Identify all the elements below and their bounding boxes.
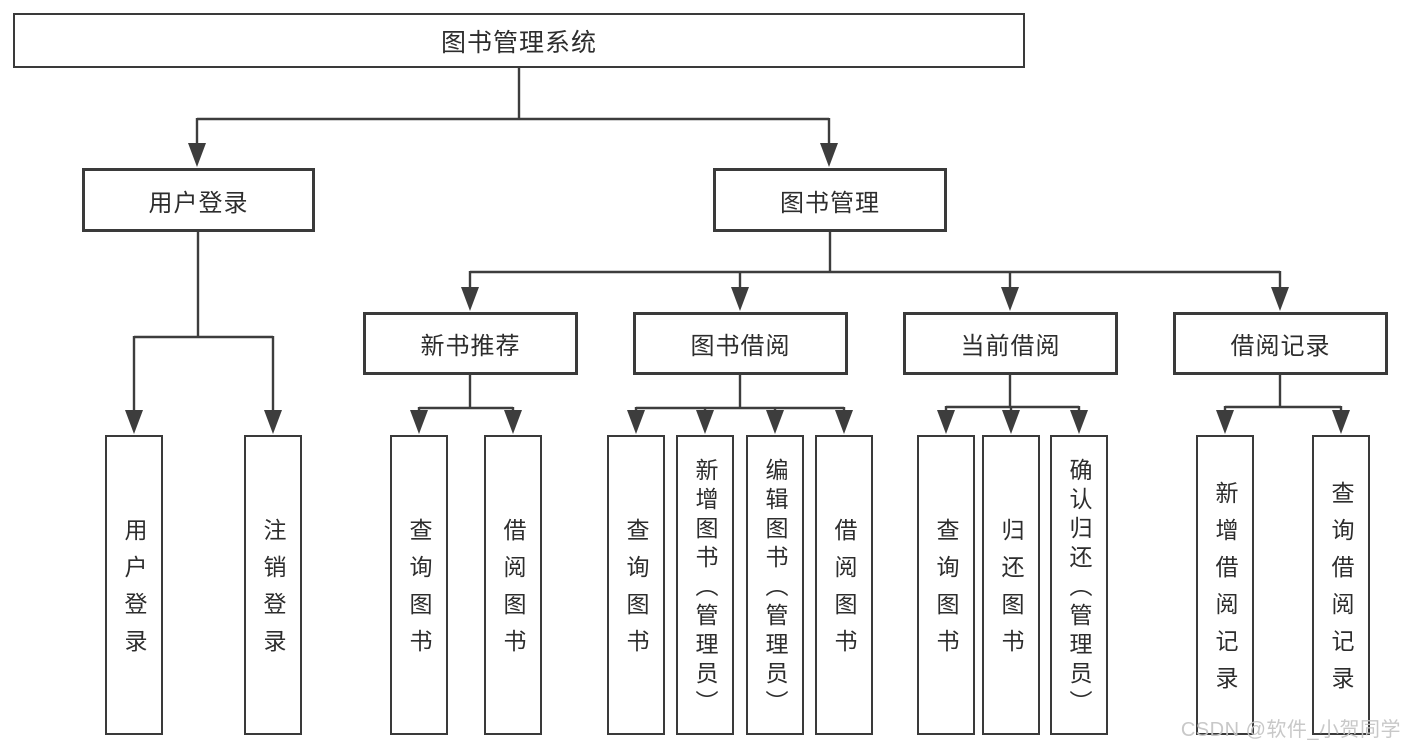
node-label: 借阅记录	[1230, 333, 1331, 360]
leaf-borrow-books: 借阅图书	[815, 435, 873, 735]
leaf-borrow-books-recommend: 借阅图书	[484, 435, 542, 735]
node-label: 新增图书（管理员）	[692, 457, 718, 719]
node-label: 借阅图书	[500, 518, 526, 666]
node-label: 用户登录	[148, 189, 249, 217]
node-current-borrowing: 当前借阅	[903, 312, 1118, 375]
node-book-borrowing: 图书借阅	[633, 312, 848, 375]
node-label: 图书管理系统	[440, 28, 597, 57]
node-label: 注销登录	[260, 518, 286, 666]
node-label: 查询图书	[623, 518, 649, 666]
node-label: 查询图书	[933, 518, 959, 666]
node-user-login: 用户登录	[82, 168, 315, 232]
node-label: 查询借阅记录	[1328, 481, 1354, 703]
node-label: 确认归还（管理员）	[1066, 457, 1092, 719]
leaf-logout: 注销登录	[244, 435, 302, 735]
node-label: 图书管理	[780, 189, 880, 217]
node-label: 用户登录	[121, 518, 147, 666]
node-borrowing-records: 借阅记录	[1173, 312, 1388, 375]
leaf-confirm-return-admin: 确认归还（管理员）	[1050, 435, 1108, 735]
leaf-query-borrow-record: 查询借阅记录	[1312, 435, 1370, 735]
leaf-query-books-borrowing: 查询图书	[607, 435, 665, 735]
leaf-add-borrow-record: 新增借阅记录	[1196, 435, 1254, 735]
node-book-management: 图书管理	[713, 168, 947, 232]
node-label: 编辑图书（管理员）	[762, 457, 788, 719]
csdn-watermark: CSDN @软件_小贺同学	[1180, 719, 1401, 741]
leaf-return-books: 归还图书	[982, 435, 1040, 735]
node-label: 归还图书	[998, 518, 1024, 666]
leaf-user-login: 用户登录	[105, 435, 163, 735]
node-label: 图书借阅	[690, 333, 791, 360]
leaf-add-books-admin: 新增图书（管理员）	[676, 435, 734, 735]
leaf-edit-books-admin: 编辑图书（管理员）	[746, 435, 804, 735]
node-label: 查询图书	[406, 518, 432, 666]
leaf-query-books-current: 查询图书	[917, 435, 975, 735]
node-library-management-system: 图书管理系统	[13, 13, 1025, 68]
node-label: 新增借阅记录	[1212, 481, 1238, 703]
node-label: 新书推荐	[420, 333, 521, 360]
node-label: 借阅图书	[831, 518, 857, 666]
leaf-query-books-recommend: 查询图书	[390, 435, 448, 735]
node-new-book-recommendation: 新书推荐	[363, 312, 578, 375]
node-label: 当前借阅	[960, 333, 1061, 360]
